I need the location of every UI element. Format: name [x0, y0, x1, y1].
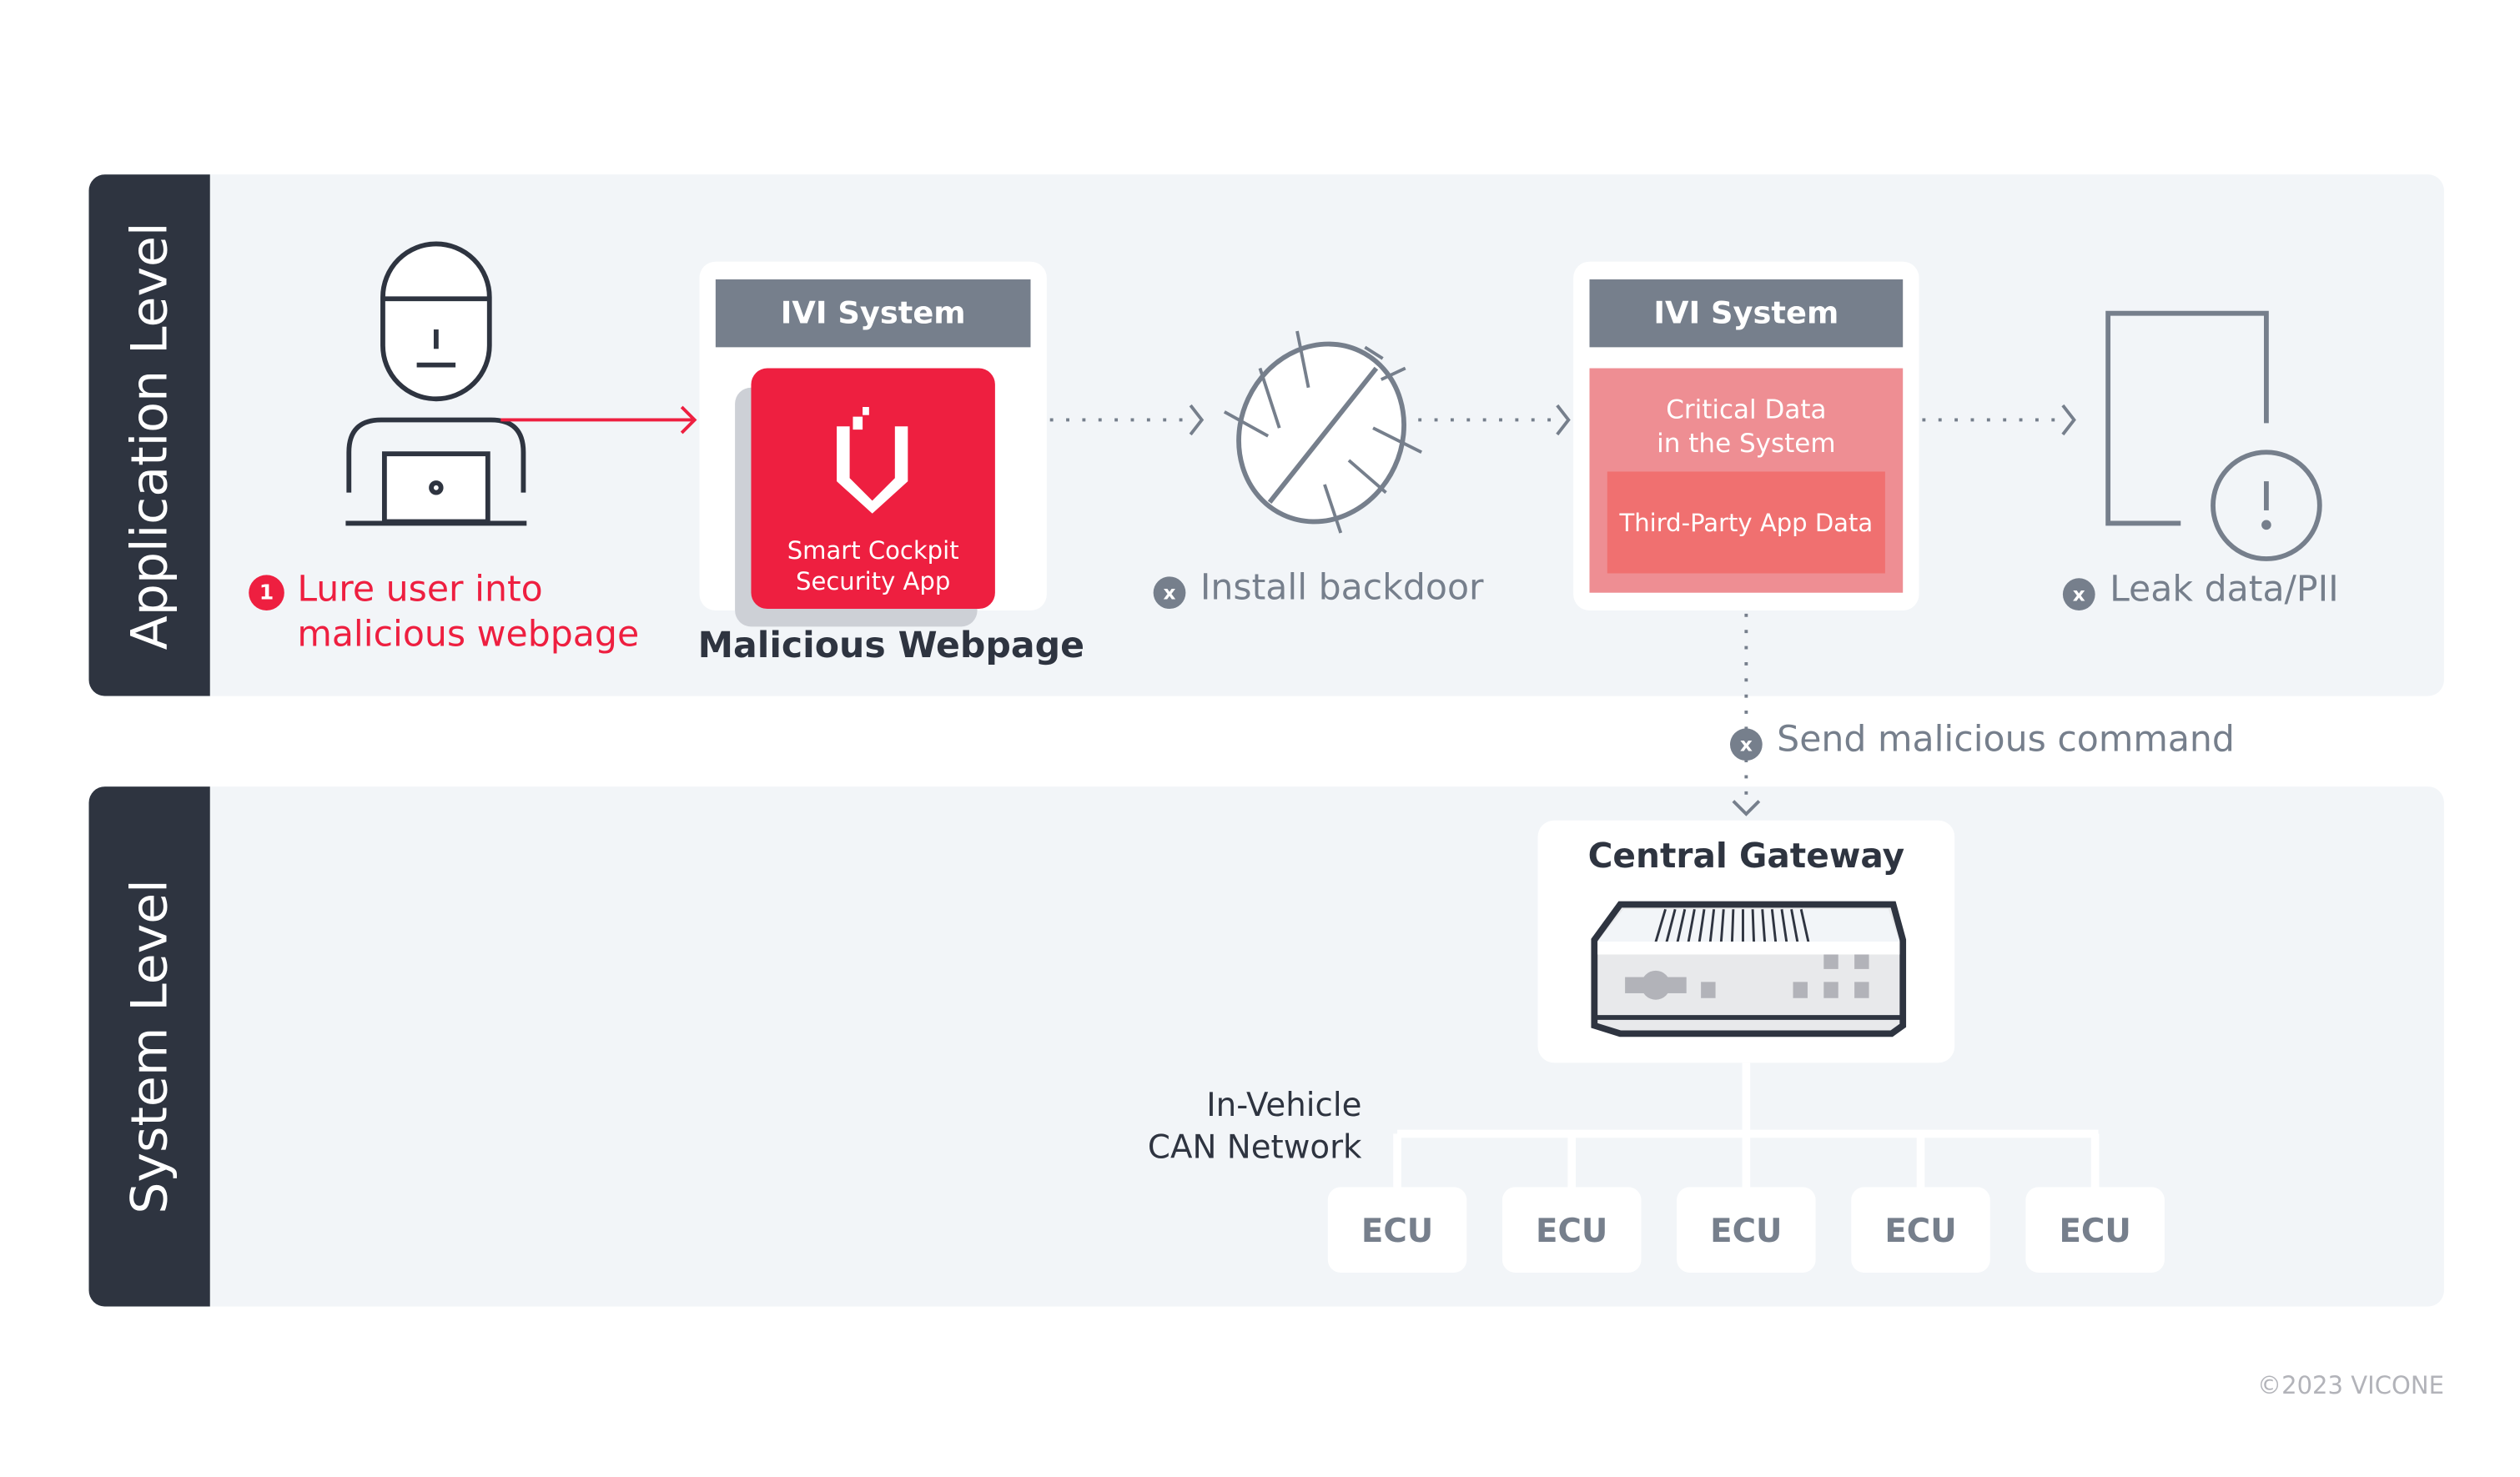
central-gateway-title: Central Gateway	[1587, 836, 1905, 876]
security-app-card[interactable]: Smart Cockpit Security App	[751, 368, 995, 610]
copyright: ©2023 VICONE	[2257, 1371, 2444, 1400]
app-name-line-1: Smart Cockpit	[787, 535, 959, 565]
ecu-box-3: ECU	[1677, 1187, 1816, 1273]
x-icon: x	[1153, 576, 1186, 610]
step-1-badge: 1	[249, 575, 284, 610]
leak-data-label: Leak data/PII	[2110, 570, 2339, 610]
ecu-box-2: ECU	[1501, 1187, 1642, 1273]
install-backdoor-label: Install backdoor	[1200, 568, 1484, 610]
lure-label: Lure user into malicious webpage	[297, 569, 639, 659]
can-network-label: In-Vehicle CAN Network	[1039, 1083, 1362, 1168]
application-level-band: Application Level	[88, 174, 210, 696]
ecu-box-5: ECU	[2025, 1187, 2165, 1273]
x-icon: x	[1729, 728, 1763, 761]
ivi-header-right: IVI System	[1589, 279, 1904, 348]
can-line-2: CAN Network	[1147, 1127, 1362, 1167]
third-party-data-box: Third-Party App Data	[1607, 471, 1885, 574]
red-arrow	[500, 405, 697, 435]
ecu-box-4: ECU	[1851, 1187, 1990, 1273]
critical-data-line-2: in the System	[1657, 428, 1836, 459]
dotted-arrows	[1049, 404, 2076, 816]
malicious-webpage-caption: Malicious Webpage	[697, 626, 1085, 667]
send-command-label: Send malicious command	[1777, 720, 2235, 761]
lure-line-1: Lure user into	[297, 570, 543, 610]
app-name-line-2: Security App	[796, 566, 951, 596]
document-alert-icon	[2105, 310, 2322, 561]
gateway-device-icon	[1591, 901, 1907, 1037]
bug-icon	[1223, 330, 1422, 534]
system-level-band: System Level	[88, 786, 210, 1307]
x-icon: x	[2062, 578, 2095, 610]
lure-line-2: malicious webpage	[297, 615, 640, 656]
user-icon	[345, 241, 527, 526]
ecu-box-1: ECU	[1327, 1187, 1467, 1273]
can-line-1: In-Vehicle	[1206, 1085, 1362, 1124]
shield-logo-icon	[837, 406, 908, 514]
application-level-panel: Application Level	[88, 174, 2444, 696]
critical-data-line-1: Critical Data	[1666, 394, 1827, 425]
can-bus-lines	[1393, 1063, 2100, 1189]
ivi-header-left: IVI System	[715, 279, 1031, 348]
